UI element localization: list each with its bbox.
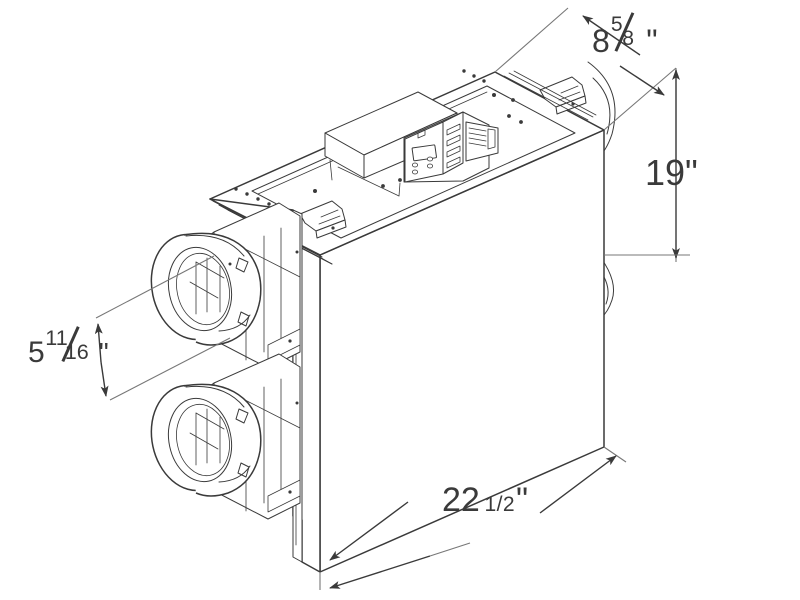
width-unit: " [515, 481, 529, 519]
upper-collar-grille [189, 257, 225, 315]
control-panel-with-lcd [403, 111, 499, 183]
width-denominator: 2 [502, 493, 515, 516]
control-panel-buttons [411, 156, 433, 175]
dimension-depth [494, 7, 677, 131]
control-panel-vent-slots [446, 123, 461, 169]
dimension-port-spacing [94, 255, 231, 401]
lower-duct-collar [150, 353, 301, 520]
height-value: 19" [645, 152, 698, 193]
width-whole: 22 [442, 481, 480, 519]
port-whole: 5 [28, 336, 45, 369]
dimension-label-height: 19" [645, 155, 698, 191]
upper-duct-collar [150, 202, 301, 369]
depth-numerator: 5 [610, 12, 623, 36]
rear-cabinet-latch [539, 76, 587, 115]
width-fraction: 1/2 [484, 493, 514, 516]
dimension-width [319, 446, 627, 590]
port-unit: " [98, 337, 109, 368]
depth-whole: 8 [592, 23, 610, 59]
width-numerator: 1 [484, 493, 497, 516]
port-numerator: 11 [45, 325, 68, 351]
slash-icon: / [496, 493, 503, 516]
dimension-height [604, 68, 690, 262]
depth-unit: " [646, 23, 658, 59]
terminal-block-module [465, 121, 499, 162]
lower-collar-grille [189, 408, 225, 466]
port-denominator: 16 [64, 339, 89, 365]
front-cabinet-latch [299, 200, 347, 239]
depth-denominator: 8 [622, 27, 634, 51]
